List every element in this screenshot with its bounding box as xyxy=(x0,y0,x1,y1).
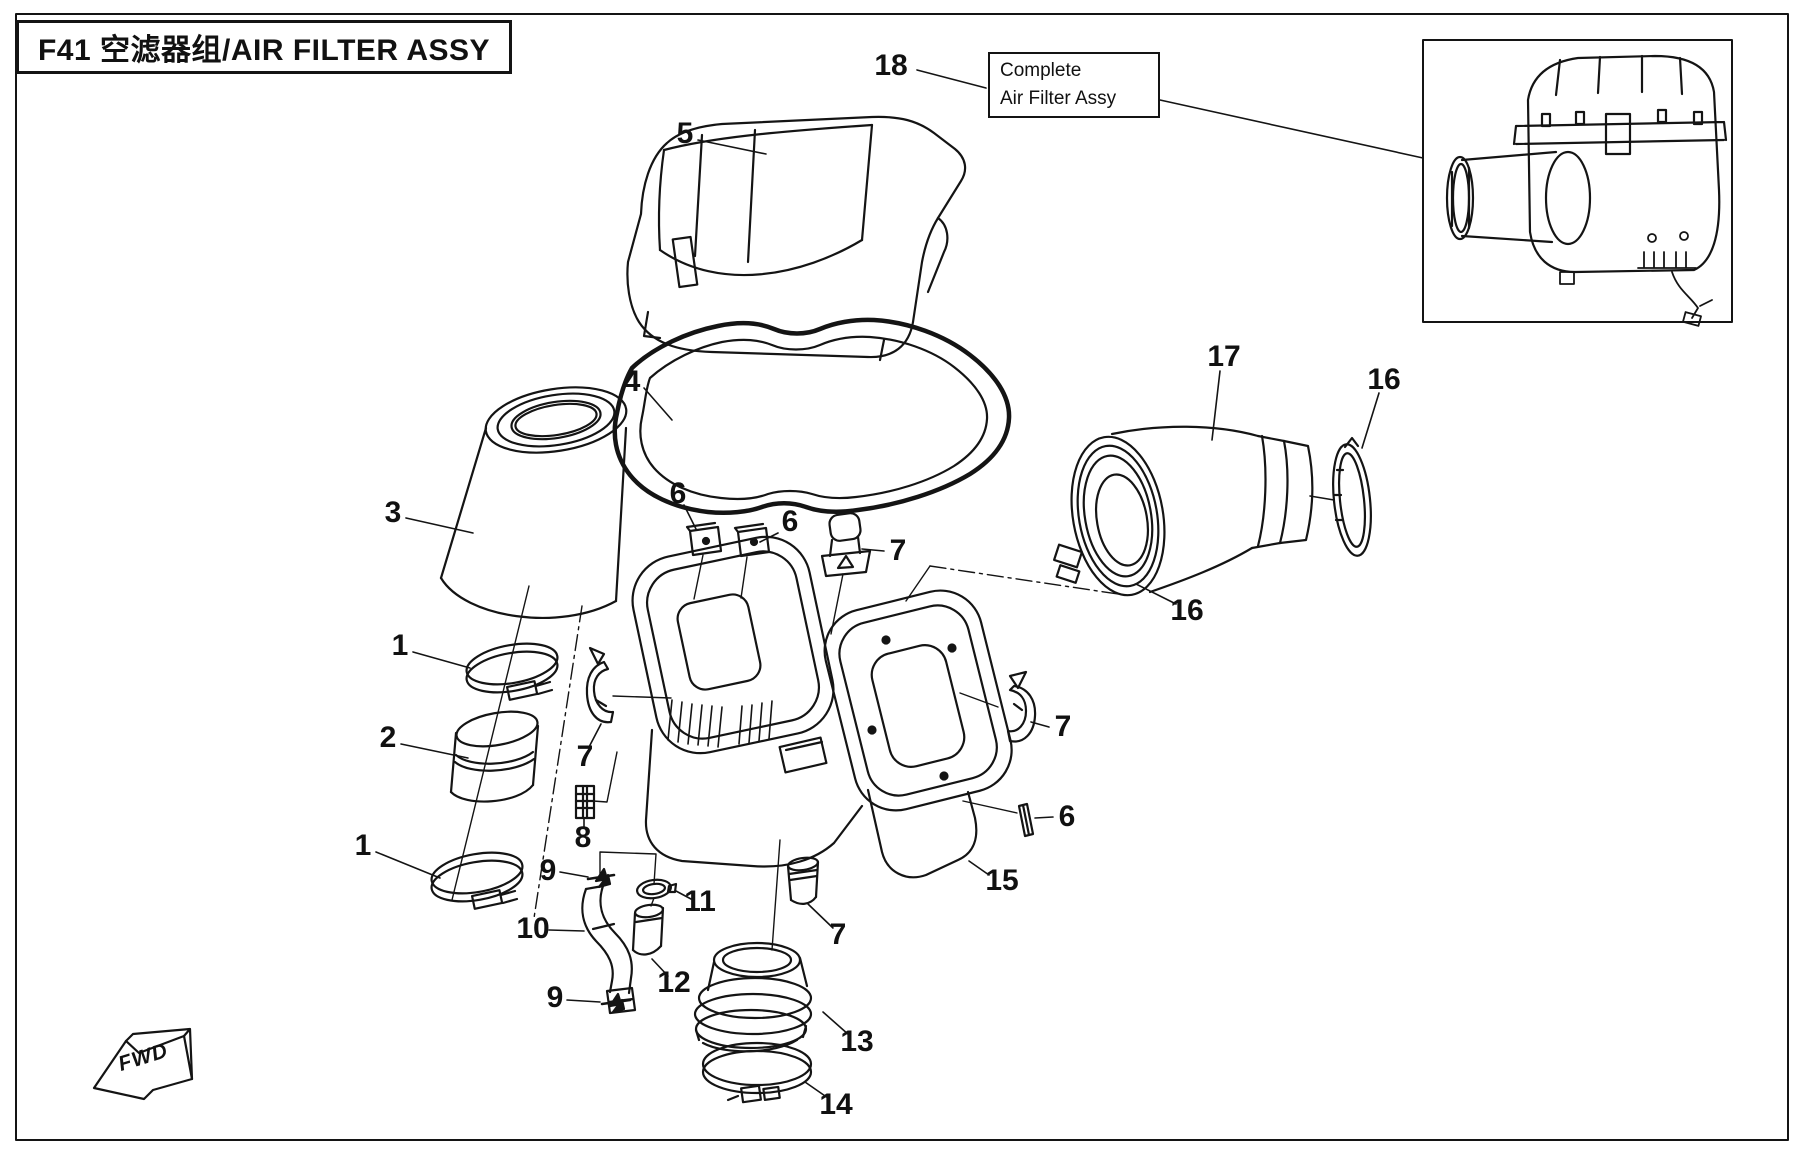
clamp-part1-upper xyxy=(465,642,559,701)
callout-line-1: Complete xyxy=(1000,60,1082,82)
part-label-18: 18 xyxy=(874,49,908,82)
part-label-6: 6 xyxy=(1058,800,1076,833)
intake-elbow-part17 xyxy=(1110,425,1314,594)
fwd-arrow xyxy=(92,1027,194,1101)
inset-box xyxy=(1422,39,1733,323)
inlet-clamp-part16 xyxy=(1053,435,1166,597)
part-label-1: 1 xyxy=(354,829,372,862)
part-label-7: 7 xyxy=(1054,710,1072,743)
leader-lines xyxy=(375,139,1380,1099)
inset-assembly xyxy=(1445,54,1728,327)
plug-part7-bottom xyxy=(786,856,820,905)
part-label-9: 9 xyxy=(539,854,557,887)
part-label-7: 7 xyxy=(889,534,907,567)
part-label-17: 17 xyxy=(1207,340,1241,373)
lower-housing-part15 xyxy=(631,535,1013,879)
housing-center-strap xyxy=(778,736,828,774)
part-label-9: 9 xyxy=(546,981,564,1014)
part-label-13: 13 xyxy=(840,1025,874,1058)
seal-plate-part16 xyxy=(1309,436,1372,557)
part-label-4: 4 xyxy=(623,365,641,398)
inset-clamp-band xyxy=(1512,108,1728,156)
drain-tube-part10 xyxy=(581,884,637,1015)
air-box-cover-part5 xyxy=(626,115,967,362)
clip-part6-a xyxy=(685,521,723,557)
part-label-3: 3 xyxy=(384,496,402,529)
part-label-2: 2 xyxy=(379,721,397,754)
part-label-6: 6 xyxy=(781,505,799,538)
inset-intake-tube xyxy=(1445,150,1592,246)
page-title: F41 空滤器组/AIR FILTER ASSY xyxy=(37,34,491,67)
breather-part12 xyxy=(631,903,665,956)
boot-clamp-part14 xyxy=(701,1041,813,1104)
clamp-part1-lower xyxy=(430,851,524,910)
part-label-14: 14 xyxy=(819,1088,853,1121)
housing-right-flange xyxy=(823,589,1013,812)
seal-ring-part4 xyxy=(612,317,1012,516)
part-label-16: 16 xyxy=(1367,363,1401,396)
title-box: F41 空滤器组/AIR FILTER ASSY xyxy=(16,20,512,74)
plug-part7-top xyxy=(820,512,872,578)
part-label-16: 16 xyxy=(1170,594,1204,627)
housing-left-flange xyxy=(631,535,835,755)
inset-bottom-details xyxy=(1559,231,1713,327)
callout-leader-lines xyxy=(916,69,1424,159)
part-label-7: 7 xyxy=(829,918,847,951)
clip-part6-b xyxy=(733,522,771,558)
callout-line-2: Air Filter Assy xyxy=(1000,88,1117,109)
hook-clip-part7-right xyxy=(1006,670,1037,743)
part-label-12: 12 xyxy=(657,966,691,999)
part-label-6: 6 xyxy=(669,477,687,510)
connector-sleeve-part2 xyxy=(449,710,540,803)
page-border xyxy=(15,13,1789,1141)
part-label-15: 15 xyxy=(985,864,1019,897)
spring-part8 xyxy=(574,784,596,820)
intake-boot-part13 xyxy=(693,941,813,1053)
callout-18-box: Complete Air Filter Assy xyxy=(988,52,1160,118)
part-label-5: 5 xyxy=(676,117,694,150)
part-label-8: 8 xyxy=(574,821,592,854)
part-label-7: 7 xyxy=(576,740,594,773)
part-label-10: 10 xyxy=(516,912,550,945)
part-label-11: 11 xyxy=(684,885,716,918)
o-ring-part11 xyxy=(636,878,678,900)
part-label-1: 1 xyxy=(391,629,409,662)
filter-element-part3 xyxy=(439,386,628,619)
housing-body xyxy=(644,728,978,879)
hook-clip-part7-left xyxy=(585,646,615,724)
housing-grille xyxy=(667,699,773,748)
pin-part6 xyxy=(1017,802,1035,838)
hose-clip-part9-upper xyxy=(586,867,616,889)
